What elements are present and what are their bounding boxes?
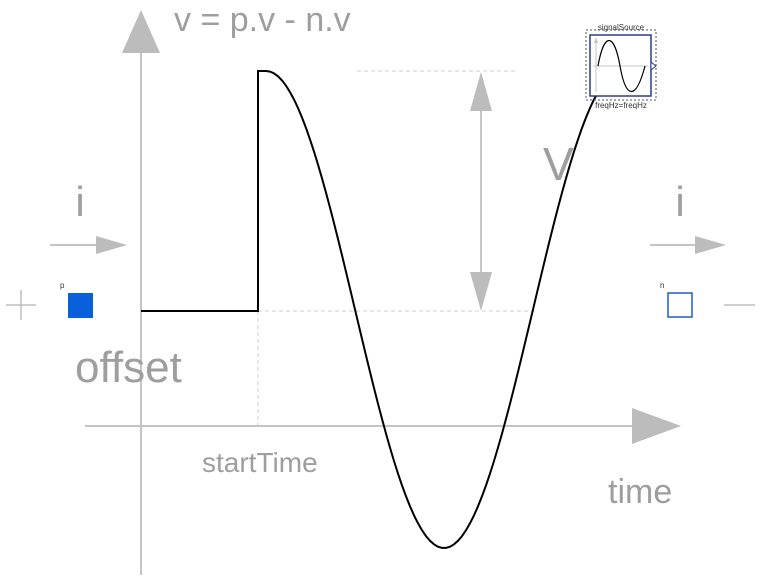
amplitude-label: V: [543, 138, 574, 190]
signal-source-output-triangle: [650, 60, 657, 72]
port-p-label: p: [60, 281, 65, 290]
port-n-label: n: [660, 281, 664, 290]
current-arrow-right-head: [695, 236, 726, 254]
signal-source-mini-sine: [597, 40, 646, 92]
signal-source-title: signalSource: [598, 23, 645, 32]
signal-curve: [141, 70, 599, 549]
signal-source-selection-frame: [585, 29, 657, 101]
offset-label: offset: [75, 343, 182, 392]
amplitude-arrow-down-head: [470, 272, 492, 311]
equation-label: v = p.v - n.v: [174, 1, 351, 39]
current-arrow-left-head: [96, 236, 127, 254]
amplitude-arrow-up-head: [470, 72, 492, 111]
signal-source-block[interactable]: signalSource freqHz=freqHz: [585, 23, 657, 110]
time-axis-arrowhead: [632, 408, 681, 444]
port-n[interactable]: [667, 292, 693, 318]
time-axis-label: time: [608, 473, 672, 511]
current-label-left: i: [75, 178, 84, 225]
signal-source-parameter: freqHz=freqHz: [595, 101, 647, 110]
signal-source-mini-y-arrow: [594, 37, 598, 43]
start-time-label: startTime: [202, 447, 318, 478]
port-p[interactable]: [68, 293, 93, 318]
vertical-axis-arrowhead: [122, 10, 160, 53]
current-label-right: i: [675, 178, 684, 225]
